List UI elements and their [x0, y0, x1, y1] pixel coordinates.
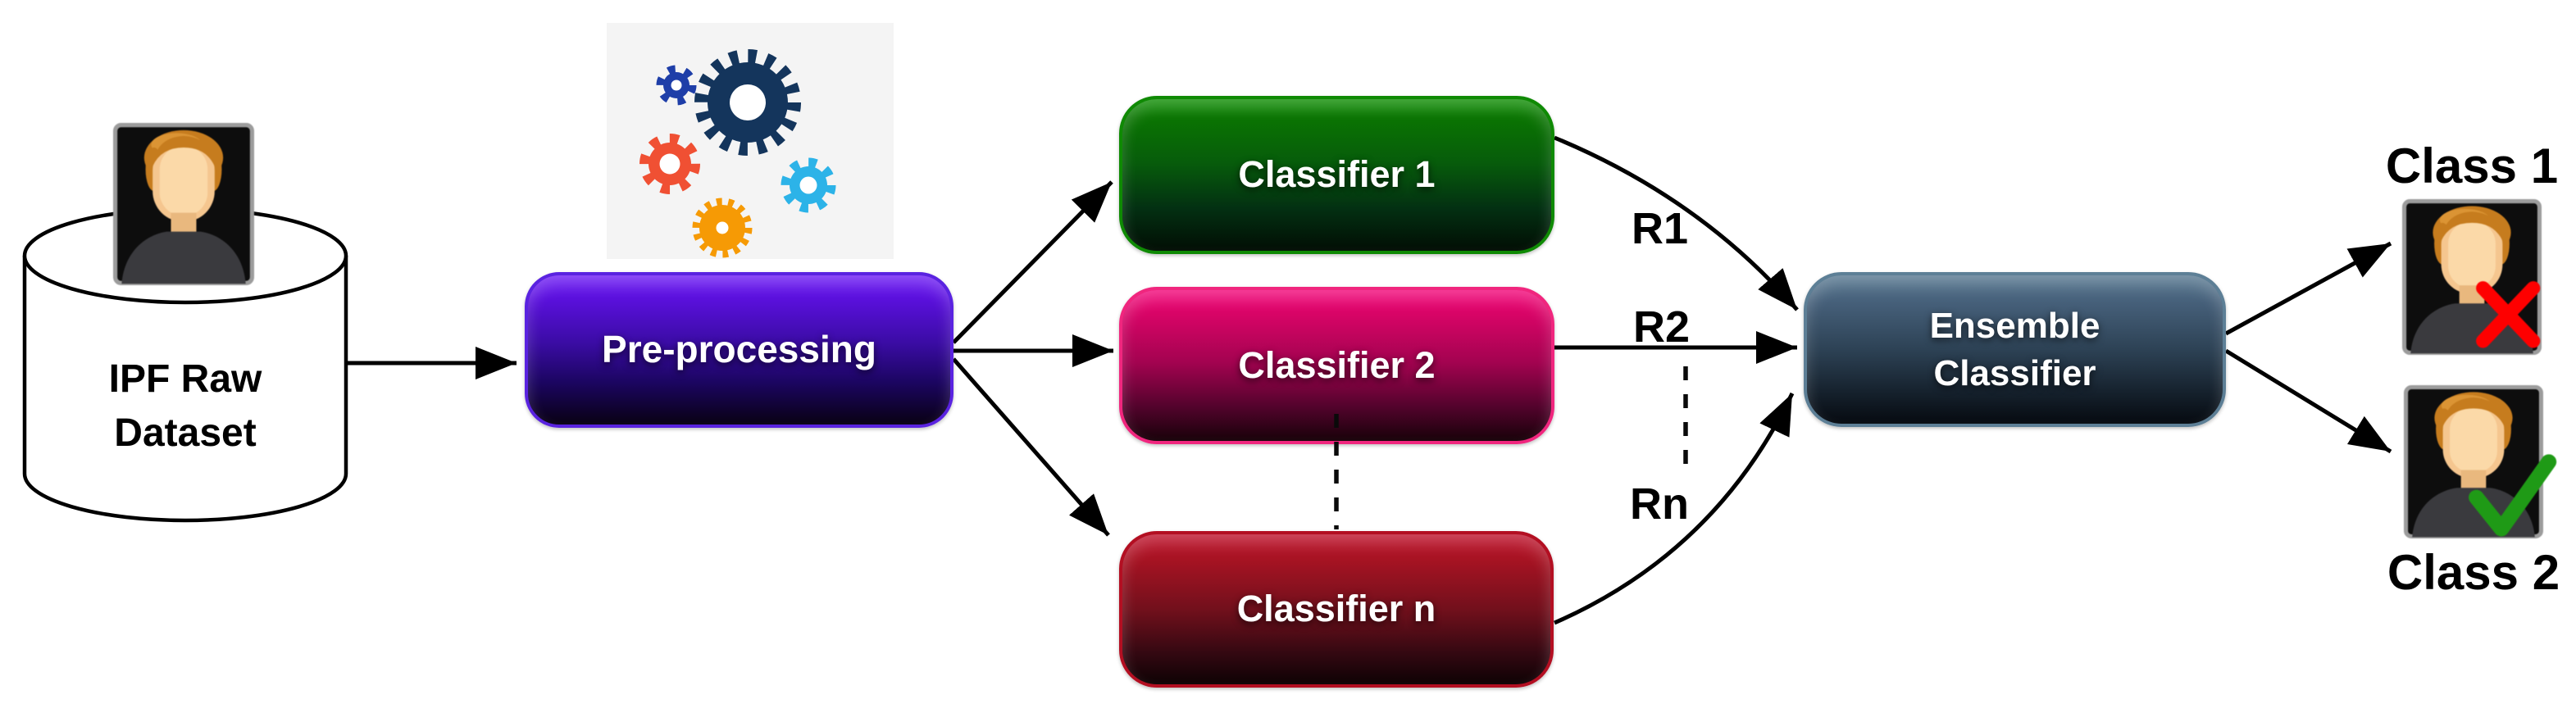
classifier1-node: Classifier 1	[1119, 96, 1554, 254]
arrow-preprocessing-to-classifier1	[952, 180, 1113, 344]
dataset-avatar-icon	[113, 123, 254, 285]
classifier1-label: Classifier 1	[1238, 153, 1436, 196]
gear-navy	[694, 49, 801, 156]
class2-label: Class 2	[2387, 545, 2560, 600]
gears-icon	[607, 23, 894, 259]
gear-orange	[692, 198, 753, 258]
arrow-ensemble-to-class1	[2224, 241, 2392, 336]
class1-avatar-icon	[2402, 199, 2542, 355]
preprocessing-label: Pre-processing	[602, 328, 876, 371]
classifier2-label: Classifier 2	[1238, 343, 1436, 386]
ensemble-classifier-label: Ensemble Classifier	[1929, 306, 2100, 393]
ensemble-classifier-node: Ensemble Classifier	[1804, 272, 2226, 427]
preprocessing-node: Pre-processing	[525, 272, 953, 428]
r2-label: R2	[1633, 302, 1691, 352]
classifier2-node: Classifier 2	[1119, 287, 1554, 444]
gear-cyan	[781, 157, 836, 213]
class1-label: Class 1	[2385, 139, 2559, 193]
r1-label: R1	[1632, 204, 1689, 253]
class2-avatar-icon	[2404, 385, 2557, 538]
dataset-label: IPF Raw Dataset	[108, 357, 262, 456]
gear-redorange	[639, 134, 700, 194]
red-x-icon	[2476, 281, 2541, 348]
classifier-n-label: Classifier n	[1236, 588, 1436, 630]
classifier-n-node: Classifier n	[1119, 531, 1554, 688]
arrow-preprocessing-to-classifiern	[952, 357, 1110, 537]
green-check-icon	[2469, 454, 2557, 537]
rn-label: Rn	[1630, 479, 1689, 529]
gear-blue-small	[656, 65, 697, 106]
arrow-ensemble-to-class2	[2224, 348, 2392, 454]
